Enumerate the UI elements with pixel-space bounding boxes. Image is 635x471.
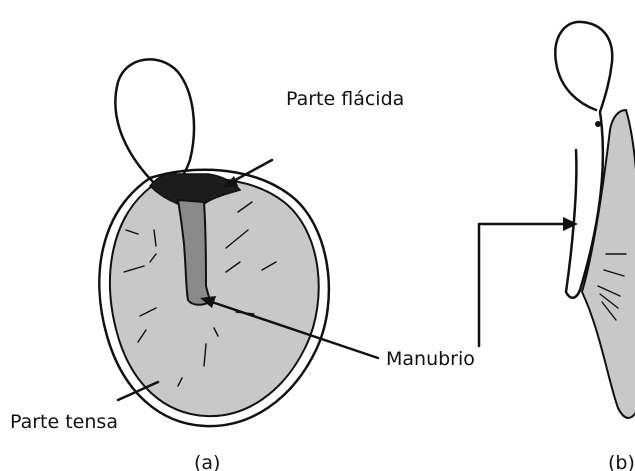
- label-panel-a: (a): [194, 452, 220, 471]
- label-pars-tensa: Parte tensa: [10, 411, 118, 433]
- membrane-cross-section: [582, 110, 635, 418]
- label-manubrium: Manubrio: [386, 348, 475, 370]
- pars-tensa-bracket-arrowhead: [563, 217, 578, 231]
- malleus-dot: [595, 121, 601, 127]
- panel-a-drawing: [99, 59, 329, 426]
- label-pars-flaccida: Parte flácida: [286, 88, 404, 110]
- label-panel-b: (b): [608, 452, 635, 471]
- pars-tensa-bracket-line: [479, 224, 568, 346]
- malleus-head: [115, 59, 194, 186]
